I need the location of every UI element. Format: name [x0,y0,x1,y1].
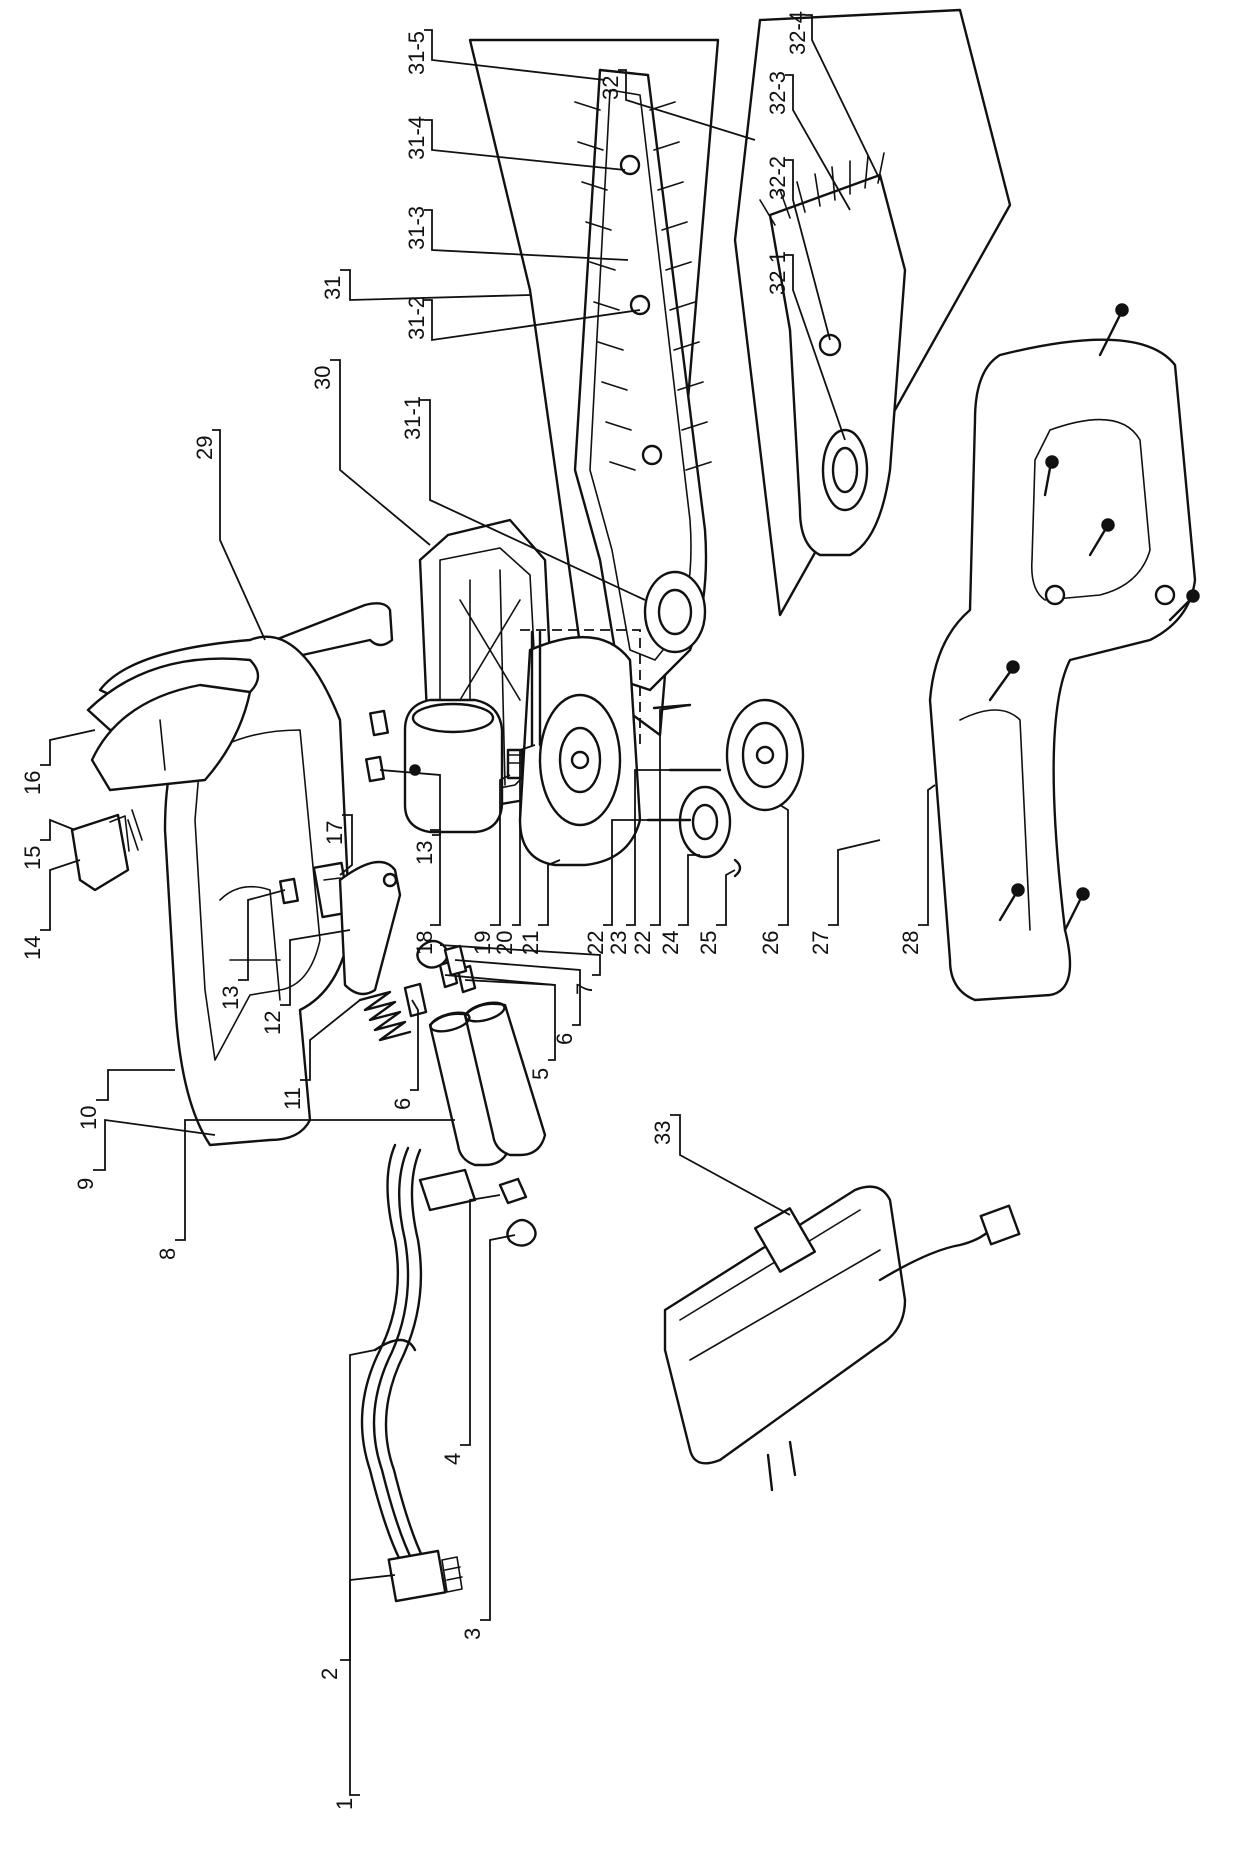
label-12: 12 [260,1011,285,1035]
label-27: 27 [808,931,833,955]
label-22-left: 22 [583,931,608,955]
label-31-4: 31-4 [404,116,429,160]
top-cap [90,683,252,792]
spring [358,990,412,1042]
label-19: 19 [470,931,495,955]
wiring-harness [360,1143,477,1562]
label-25: 25 [696,931,721,955]
label-32-4: 32-4 [785,11,810,55]
label-23: 23 [606,931,631,955]
label-18: 18 [412,931,437,955]
label-31-5: 31-5 [404,31,429,75]
label-21: 21 [518,931,543,955]
grass-shear-blade-assembly [733,8,1012,617]
screws-20-21 [520,629,641,750]
label-17: 17 [322,821,347,845]
small-gear [678,785,732,859]
connector [387,1549,463,1603]
label-32-2: 32-2 [765,156,790,200]
label-20: 20 [492,931,517,955]
leader-lines [40,14,936,1796]
label-1: 1 [332,1798,357,1810]
housing-screws-27 [988,303,1200,932]
label-13-right: 13 [412,841,437,865]
trigger [338,860,402,996]
label-3: 3 [460,1628,485,1640]
terminal-4 [498,1177,528,1205]
label-31-1: 31-1 [400,396,425,440]
label-13-left: 13 [218,986,243,1010]
gearbox-housing [518,635,642,867]
label-31: 31 [320,276,345,300]
label-9: 9 [73,1178,98,1190]
label-28: 28 [898,931,923,955]
brush-13a [368,709,390,737]
shear-teeth [759,152,885,226]
label-5: 5 [528,1068,553,1080]
label-16: 16 [20,771,45,795]
clip-3 [506,1218,537,1247]
clip-25 [733,858,742,878]
label-31-3: 31-3 [404,206,429,250]
label-26: 26 [758,931,783,955]
label-33: 33 [650,1121,675,1145]
label-22-right: 22 [630,931,655,955]
label-29: 29 [192,436,217,460]
label-4: 4 [440,1453,465,1465]
label-24: 24 [658,931,683,955]
large-gear [725,698,805,812]
label-32: 32 [598,76,623,100]
label-10: 10 [76,1106,101,1130]
part-labels: 1 2 3 4 5 6 6 7 8 9 10 11 12 13 13 14 15… [20,11,923,1810]
battery-cells [428,1001,547,1167]
battery-contacts [403,939,477,1018]
label-7: 7 [572,983,597,995]
label-32-3: 32-3 [765,71,790,115]
label-11: 11 [280,1087,305,1110]
label-32-1: 32-1 [765,251,790,295]
label-6-left: 6 [390,1098,415,1110]
brush-13c [278,877,300,905]
blade-teeth [574,101,712,471]
brush-13b [364,755,386,783]
charger-adapter [663,1185,1021,1492]
label-14: 14 [20,936,45,960]
label-8: 8 [155,1248,180,1260]
right-housing-shell [928,303,1200,1002]
label-15: 15 [20,846,45,870]
label-30: 30 [310,366,335,390]
hedge-blade-assembly [468,38,720,737]
label-6-right: 6 [552,1033,577,1045]
dc-motor [403,698,504,834]
label-2: 2 [317,1668,342,1680]
switch-button [70,809,143,892]
label-31-2: 31-2 [404,296,429,340]
